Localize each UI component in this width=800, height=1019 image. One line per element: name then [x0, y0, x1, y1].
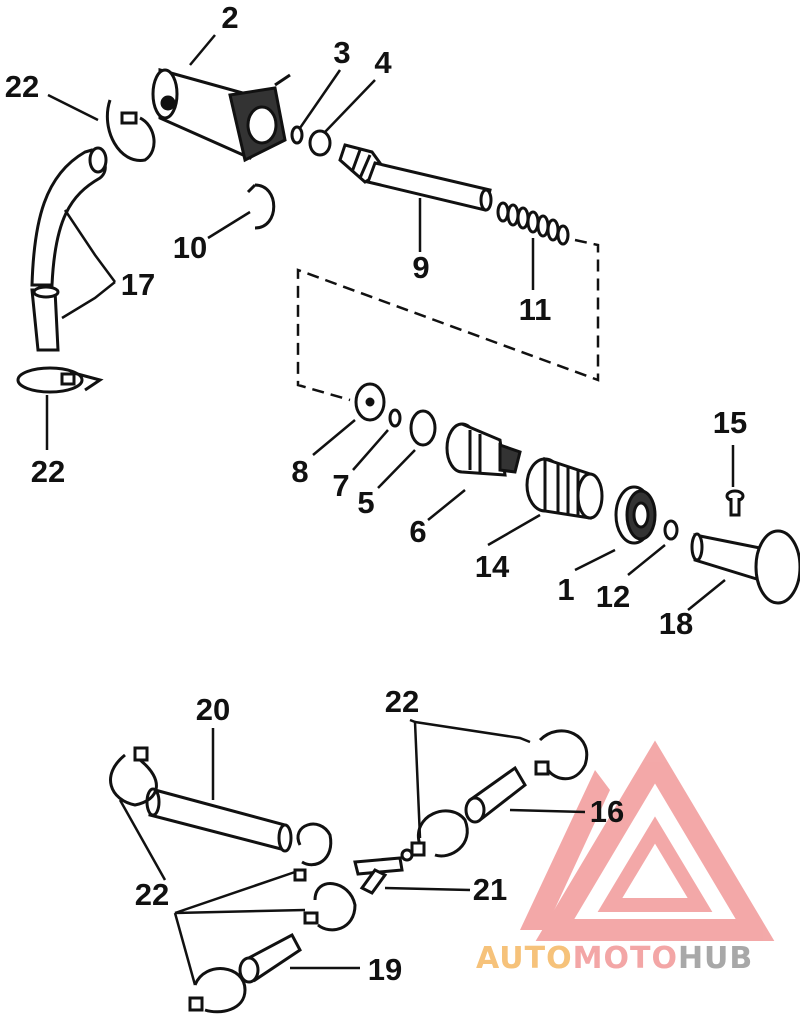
part-18-knob: [690, 529, 800, 605]
callout-4: 4: [374, 45, 392, 80]
callout-10: 10: [173, 230, 207, 265]
part-22-clamp-set: [109, 729, 589, 1014]
part-14-sleeve: [525, 456, 604, 520]
watermark-wordmark: AUTOMOTOHUB: [476, 941, 753, 976]
part-3-o-ring: [290, 125, 304, 145]
part-9-shaft: [338, 143, 493, 212]
callout-8: 8: [291, 454, 308, 489]
part-22-clamp-top: [105, 99, 156, 162]
watermark-logo: [520, 740, 775, 941]
part-6-fitting: [445, 422, 522, 477]
callout-22-bottom-left: 22: [135, 877, 169, 912]
callout-5: 5: [357, 485, 374, 520]
watermark-auto: AUTO: [476, 941, 573, 976]
callout-1: 1: [557, 572, 574, 607]
part-22-clamp-bottom: [16, 366, 104, 394]
callout-22-top: 22: [5, 69, 39, 104]
callout-21: 21: [473, 872, 507, 907]
callout-22-bottom-right: 22: [385, 684, 419, 719]
callout-14: 14: [475, 549, 510, 584]
watermark-hub: HUB: [678, 941, 753, 976]
callout-7: 7: [332, 468, 349, 503]
callout-9: 9: [412, 250, 429, 285]
part-2-housing: [151, 68, 291, 163]
callout-2: 2: [221, 0, 238, 35]
part-8-washer: [354, 382, 386, 422]
part-19-hose: [238, 932, 302, 984]
part-21-tee-fitting: [353, 848, 414, 895]
callout-17: 17: [121, 267, 155, 302]
callout-22-left: 22: [31, 454, 65, 489]
part-12-o-ring: [663, 519, 679, 541]
callout-15: 15: [713, 405, 747, 440]
part-5-o-ring: [409, 409, 437, 447]
part-7-o-ring: [388, 408, 402, 428]
callout-19: 19: [368, 952, 402, 987]
callout-16: 16: [590, 794, 624, 829]
leader-lines: [45, 34, 735, 986]
callout-12: 12: [596, 579, 630, 614]
callout-11: 11: [519, 292, 552, 327]
part-11-spring: [496, 201, 570, 246]
callout-20: 20: [196, 692, 230, 727]
part-16-hose: [464, 765, 527, 824]
part-20-hose: [145, 787, 293, 853]
part-1-cap: [614, 485, 657, 545]
callout-6: 6: [409, 514, 426, 549]
callout-18: 18: [659, 606, 693, 641]
part-10-clip: [246, 183, 276, 230]
assembly-dashed-line: [296, 238, 600, 402]
part-17-hose: [30, 146, 108, 352]
part-4-o-ring: [308, 129, 332, 157]
watermark-moto: MOTO: [573, 941, 678, 976]
part-15-screw: [725, 489, 745, 517]
callout-3: 3: [333, 35, 350, 70]
